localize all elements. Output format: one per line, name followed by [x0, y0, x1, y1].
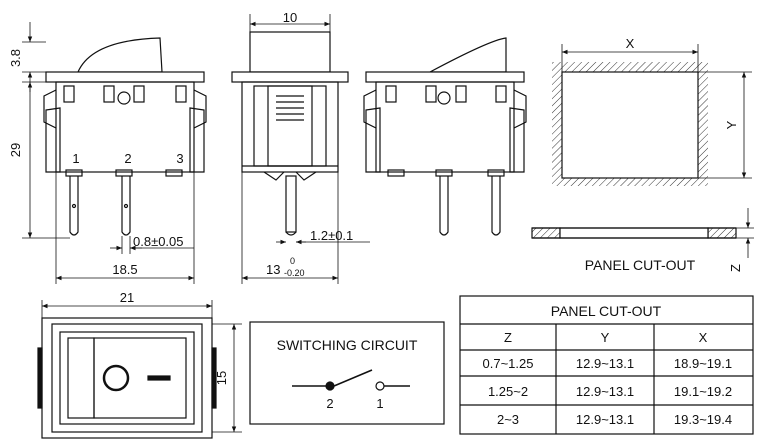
dim-body-height: 29 [8, 143, 23, 157]
table-header-x: X [699, 330, 708, 345]
table-title: PANEL CUT-OUT [551, 303, 662, 319]
panel-cutout-label: PANEL CUT-OUT [585, 257, 696, 273]
table-cell: 1.25~2 [488, 384, 528, 399]
dim-front-height: 15 [214, 371, 229, 385]
table-cell: 19.3~19.4 [674, 412, 732, 427]
terminal-label-1: 1 [72, 151, 79, 166]
dim-cap-height: 3.8 [8, 49, 23, 67]
dim-tol-sup: 0 [290, 256, 295, 266]
switching-circuit-box [249, 321, 445, 425]
dim-cutout-y: Y [724, 120, 739, 129]
side-view-left [43, 37, 207, 236]
dimension-lines [22, 14, 754, 433]
table-header-z: Z [504, 330, 512, 345]
table-header-y: Y [601, 330, 610, 345]
dim-body-depth: 13 [266, 262, 280, 277]
dim-tol-sub: -0.20 [284, 268, 305, 278]
table-cell: 12.9~13.1 [576, 412, 634, 427]
switch-pin-left: 2 [326, 396, 333, 411]
switching-circuit-title: SWITCHING CIRCUIT [277, 337, 418, 353]
table-cell: 2~3 [497, 412, 519, 427]
terminal-label-2: 2 [124, 151, 131, 166]
table-cell: 0.7~1.25 [483, 356, 534, 371]
terminal-label-3: 3 [176, 151, 183, 166]
dim-front-width: 21 [120, 290, 134, 305]
dim-cutout-x: X [626, 36, 635, 51]
table-cell: 18.9~19.1 [674, 356, 732, 371]
dim-tail-tolerance: 1.2±0.1 [310, 228, 353, 243]
dim-terminal-pitch: 0.8±0.05 [133, 234, 184, 249]
side-view-right [363, 37, 527, 236]
panel-cutout-section [531, 227, 737, 239]
switch-pin-right: 1 [376, 396, 383, 411]
table-cell: 12.9~13.1 [576, 384, 634, 399]
table-cell: 19.1~19.2 [674, 384, 732, 399]
table-cell: 12.9~13.1 [576, 356, 634, 371]
front-face-view [37, 317, 217, 439]
dim-terminal-span: 18.5 [112, 262, 137, 277]
dim-cutout-z: Z [728, 264, 743, 272]
dim-width-top: 10 [283, 10, 297, 25]
end-view [231, 31, 349, 236]
panel-cutout-top [552, 62, 708, 186]
cutout-table-grid [459, 295, 754, 435]
